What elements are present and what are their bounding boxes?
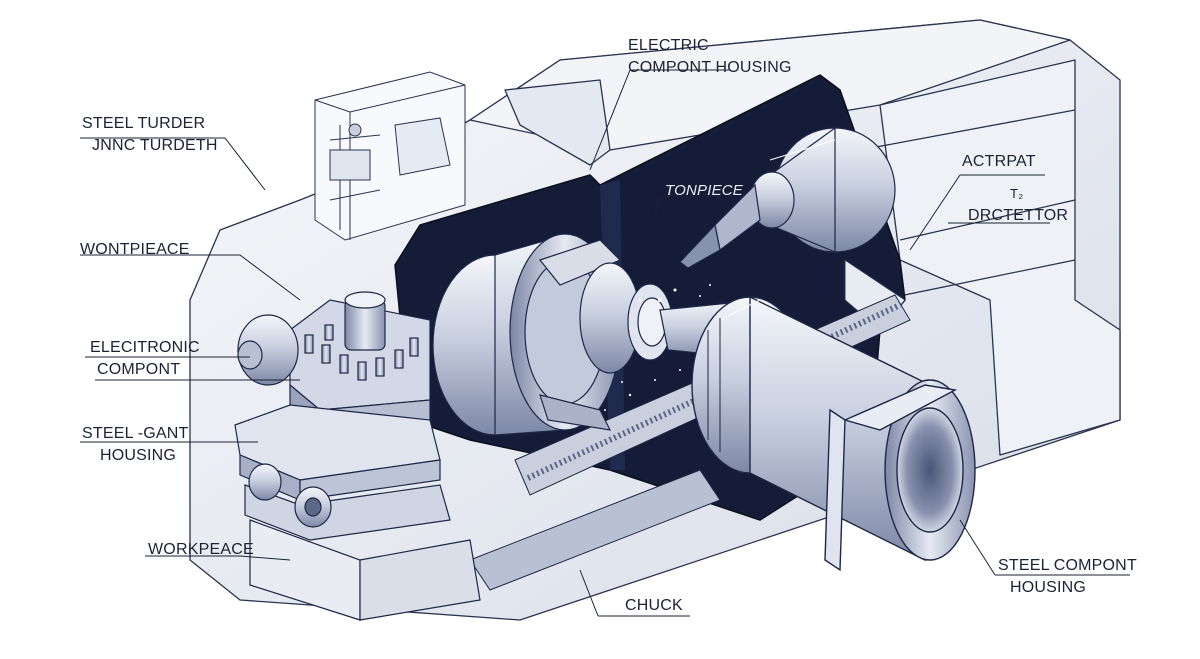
leader-lines — [80, 69, 1130, 617]
label-elecitronic: ELECITRONIC — [90, 339, 200, 356]
label-electric: ELECTRIC — [628, 37, 709, 54]
label-compont: COMPONT — [97, 361, 181, 378]
steel-cylinder-housing — [691, 295, 976, 572]
label-steel-compont: STEEL COMPONT — [998, 557, 1137, 574]
label-wontpieace: WONTPIEACE — [80, 241, 190, 258]
tool-post-turret — [237, 291, 431, 432]
tailstock-spindle — [679, 126, 896, 269]
label-steel-gant-housing: HOUSING — [100, 447, 177, 464]
machine-base — [249, 519, 481, 621]
label-actrpat: ACTRPAT — [962, 153, 1036, 170]
cross-slide-carriage — [234, 404, 451, 541]
label-steel-turder: STEEL TURDER — [82, 115, 206, 132]
label-compont-housing-top: COMPONT HOUSING — [628, 59, 792, 76]
label-steel-compont-housing: HOUSING — [1010, 579, 1087, 596]
label-chuck: CHUCK — [625, 597, 683, 614]
label-drctettor: DRCTETTOR — [968, 207, 1069, 224]
chuck — [432, 233, 673, 436]
label-tonpiece: TONPIECE — [665, 182, 744, 199]
label-steel-gant: STEEL -GANT — [82, 425, 189, 442]
label-workpeace: WORKPEACE — [148, 541, 254, 558]
label-jnnc-turdeth: JNNC TURDETH — [92, 137, 218, 154]
control-box-wireframe — [314, 71, 466, 241]
label-t2: T₂ — [1010, 186, 1024, 201]
